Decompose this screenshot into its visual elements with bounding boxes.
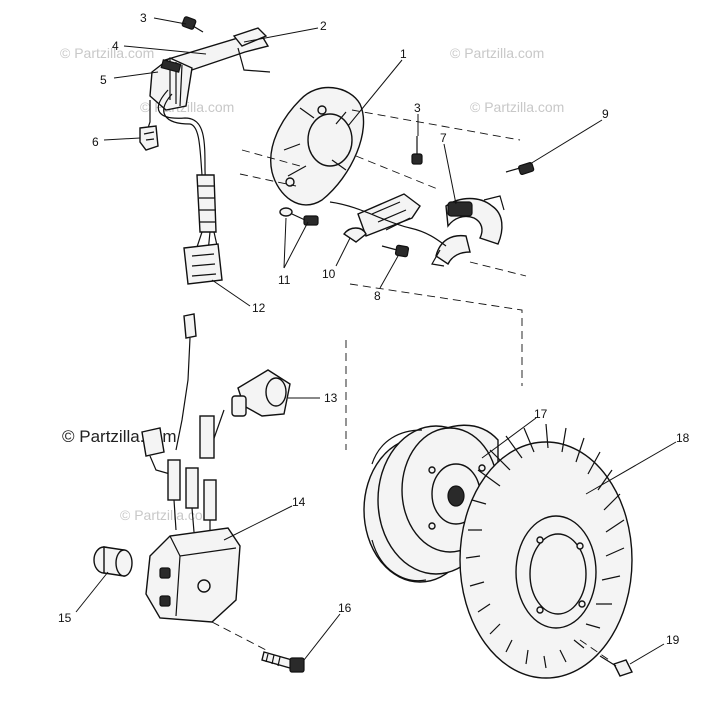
ignition-coil-assembly — [93, 313, 305, 673]
bracket-screw — [181, 16, 204, 33]
stator-mount-hole-b — [317, 105, 327, 115]
coil-lead-a — [175, 337, 191, 451]
ht-lead-sleeve-c — [185, 467, 199, 509]
cooling-fan — [459, 423, 633, 679]
bracket-tab — [232, 27, 268, 47]
fan-blades — [465, 423, 625, 669]
coil-screw — [505, 161, 535, 175]
callout-4: 4 — [112, 39, 119, 53]
callout-10: 10 — [322, 267, 336, 281]
align-line-a — [241, 149, 301, 167]
watermark-top-left: © Partzilla.com — [60, 45, 154, 61]
align-line-e — [469, 261, 527, 277]
harness-wire-a — [157, 89, 207, 206]
coil-mounting-bolt — [261, 651, 305, 673]
stator-screw — [411, 136, 423, 165]
wire-retainer — [357, 193, 421, 237]
callout-labels: 3 2 4 5 6 1 3 9 7 10 11 8 12 13 14 17 18… — [58, 11, 690, 647]
harness-wire-b — [163, 93, 203, 176]
align-line-d — [355, 155, 441, 191]
callout-3-top: 3 — [140, 11, 147, 25]
lead-connector — [141, 427, 171, 475]
ground-terminal — [139, 125, 159, 151]
callout-16: 16 — [338, 601, 352, 615]
callout-19: 19 — [666, 633, 680, 647]
ht-lead-sleeve-a — [199, 415, 215, 459]
stator-center-hole — [307, 113, 353, 167]
callout-2: 2 — [320, 19, 327, 33]
lighting-coil — [431, 195, 505, 267]
callout-7: 7 — [440, 131, 447, 145]
leader-lines — [75, 17, 677, 665]
stator-ribs — [283, 107, 347, 177]
bracket-edge — [237, 47, 271, 73]
align-line-f — [349, 283, 523, 386]
harness-connector — [183, 243, 223, 285]
wire-clamp — [342, 227, 367, 243]
stator-plate-assembly — [239, 86, 535, 450]
callout-13: 13 — [324, 391, 338, 405]
coil-spacer — [93, 546, 133, 577]
callout-18: 18 — [676, 431, 690, 445]
voltage-regulator — [149, 57, 193, 111]
flywheel-rim-edge-lower — [371, 539, 427, 582]
fan-screw — [599, 655, 633, 677]
harness-wrap — [196, 174, 217, 233]
watermark-lower-left: © Partzilla.com — [120, 507, 214, 523]
callout-15: 15 — [58, 611, 72, 625]
callout-3-right: 3 — [414, 101, 421, 115]
watermark-upper-right: © Partzilla.com — [470, 99, 564, 115]
spark-plug-cap — [211, 369, 291, 445]
align-line-fan — [579, 639, 613, 663]
ignition-coil — [145, 527, 241, 623]
flywheel-rim-edge — [371, 429, 423, 465]
ht-lead-sleeve-b — [167, 459, 181, 501]
regulator-bracket-assembly — [139, 16, 271, 285]
callout-12: 12 — [252, 301, 266, 315]
callout-8: 8 — [374, 289, 381, 303]
callout-6: 6 — [92, 135, 99, 149]
callout-11: 11 — [278, 273, 291, 287]
coil-wire — [329, 201, 447, 247]
harness-wrap-bands — [198, 185, 216, 223]
align-line-b — [239, 173, 297, 187]
callout-5: 5 — [100, 73, 107, 87]
stator-mount-hole-a — [285, 177, 295, 187]
align-line-c — [351, 109, 521, 141]
callout-1: 1 — [400, 47, 407, 61]
ht-lead-sleeve-d — [203, 479, 217, 521]
callout-14: 14 — [292, 495, 306, 509]
retainer-screw — [381, 244, 410, 258]
callout-17: 17 — [534, 407, 548, 421]
align-line-bolt — [211, 621, 267, 651]
wire-terminal — [183, 313, 197, 339]
watermark-top-right: © Partzilla.com — [450, 45, 544, 61]
callout-9: 9 — [602, 107, 609, 121]
